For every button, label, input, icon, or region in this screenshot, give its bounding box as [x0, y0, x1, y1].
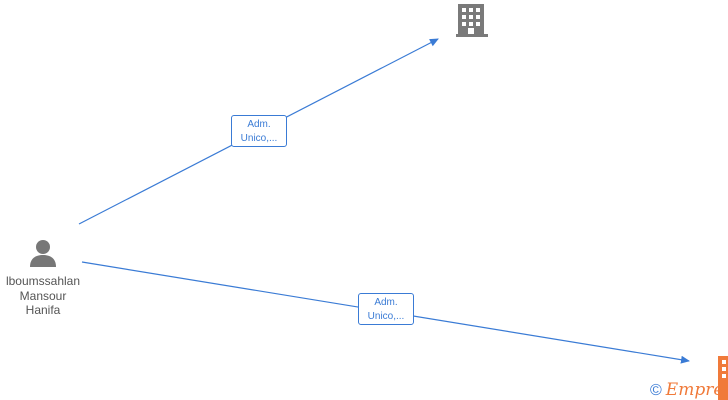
- edge-label-bottom[interactable]: Adm. Unico,...: [358, 293, 414, 325]
- person-icon[interactable]: [30, 240, 56, 267]
- copyright-symbol: ©: [650, 382, 662, 399]
- person-name-label[interactable]: lboumssahlan Mansour Hanifa: [0, 274, 86, 318]
- brand-name: Empresia: [665, 380, 728, 400]
- edge-label-bottom-line-2: Unico,...: [367, 311, 405, 322]
- person-name-line-1: lboumssahlan: [5, 274, 81, 288]
- edge-label-bottom-line-1: Adm.: [374, 297, 398, 308]
- building-icon-highlighted[interactable]: [718, 356, 728, 400]
- edge-label-top-line-2: Unico,...: [240, 133, 278, 144]
- person-name-line-3: Hanifa: [25, 303, 61, 317]
- edge-label-top[interactable]: Adm. Unico,...: [231, 115, 287, 147]
- watermark: ©Empresia: [650, 380, 728, 400]
- building-icon[interactable]: [456, 4, 488, 37]
- edge-label-top-line-1: Adm.: [247, 119, 271, 130]
- person-name-line-2: Mansour: [19, 288, 67, 303]
